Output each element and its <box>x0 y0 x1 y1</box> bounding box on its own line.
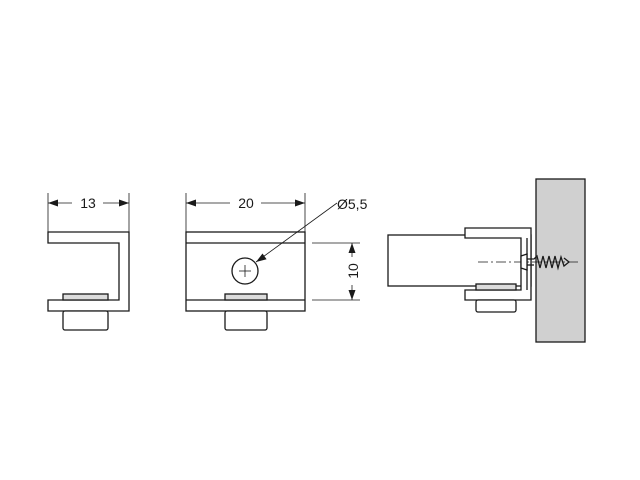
height-dimension: 10 <box>312 242 361 301</box>
side-width-label: 13 <box>80 195 96 211</box>
hole-diameter-label: Ø5,5 <box>337 196 368 212</box>
front-screw-block <box>224 310 268 331</box>
front-pad <box>224 293 268 301</box>
installed-pad <box>475 283 517 291</box>
side-bracket <box>47 231 130 312</box>
front-view: 20 Ø5,5 10 <box>185 193 368 331</box>
side-view: 13 <box>47 193 130 331</box>
installed-screw-block <box>475 299 517 313</box>
installed-view <box>387 178 586 343</box>
installed-bracket <box>464 227 532 301</box>
side-width-dimension: 13 <box>48 195 129 211</box>
mounting-hole <box>231 257 259 285</box>
hole-diameter-leader: Ø5,5 <box>255 196 368 263</box>
height-label: 10 <box>345 263 361 279</box>
side-screw-block <box>62 310 109 331</box>
wood-screw <box>520 253 571 271</box>
side-pad <box>62 293 109 301</box>
front-width-label: 20 <box>238 195 254 211</box>
glass-shelf <box>387 234 532 287</box>
front-width-dimension: 20 <box>186 195 305 211</box>
